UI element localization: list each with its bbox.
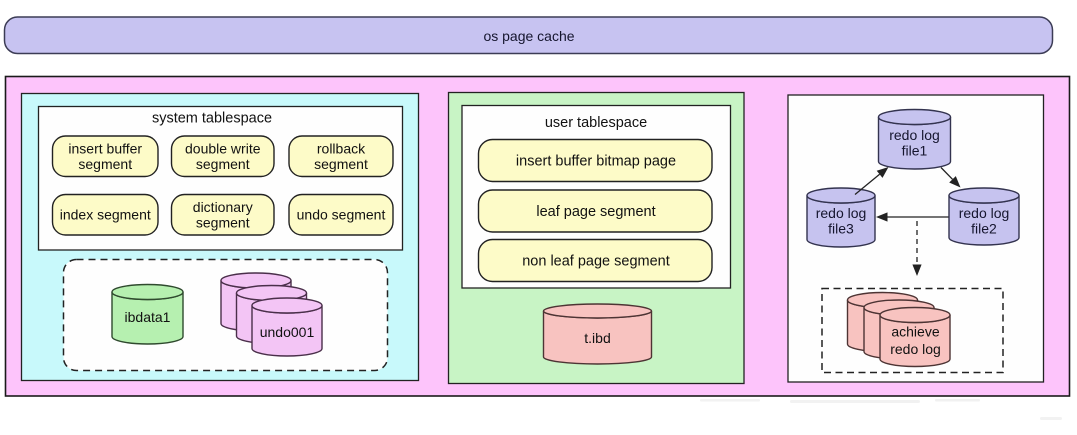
svg-text:achieve: achieve <box>891 324 939 340</box>
svg-text:redo log: redo log <box>816 205 867 221</box>
svg-text:file3: file3 <box>828 221 854 237</box>
svg-text:dictionary: dictionary <box>193 199 253 215</box>
svg-text:segment: segment <box>196 215 250 231</box>
svg-text:undo001: undo001 <box>260 324 315 340</box>
svg-text:t.ibd: t.ibd <box>584 330 610 346</box>
svg-text:insert buffer: insert buffer <box>68 141 142 157</box>
svg-text:rollback: rollback <box>317 141 366 157</box>
svg-text:insert buffer bitmap page: insert buffer bitmap page <box>516 154 676 170</box>
svg-text:ibdata1: ibdata1 <box>125 309 171 325</box>
svg-text:index segment: index segment <box>60 207 151 223</box>
svg-text:undo segment: undo segment <box>297 207 386 223</box>
svg-text:redo log: redo log <box>959 205 1010 221</box>
svg-text:file1: file1 <box>902 143 928 159</box>
svg-text:redo log: redo log <box>889 127 940 143</box>
svg-text:double write: double write <box>185 141 261 157</box>
svg-text:user tablespace: user tablespace <box>545 115 647 131</box>
svg-text:segment: segment <box>78 156 132 172</box>
svg-text:redo log: redo log <box>890 341 941 357</box>
svg-text:leaf page segment: leaf page segment <box>536 204 655 220</box>
svg-text:file2: file2 <box>971 221 997 237</box>
svg-text:segment: segment <box>314 156 368 172</box>
svg-text:os page cache: os page cache <box>483 28 574 44</box>
svg-text:system tablespace: system tablespace <box>152 111 272 127</box>
svg-text:segment: segment <box>196 156 250 172</box>
svg-text:non leaf page segment: non leaf page segment <box>522 254 670 270</box>
